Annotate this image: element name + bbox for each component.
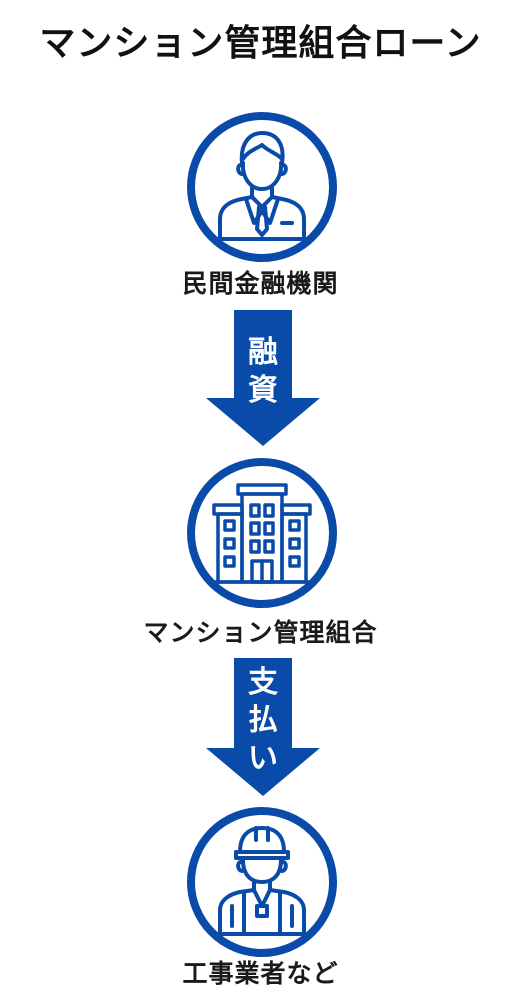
arrow-label-loan: 融 資 — [234, 334, 292, 410]
page-title: マンション管理組合ローン — [39, 23, 482, 64]
arrow-label-payment-char-2: 払 — [248, 703, 278, 738]
businessman-icon — [187, 112, 337, 262]
apartment-building-icon — [187, 458, 337, 608]
node-label-financial-institution: 民間金融機関 — [182, 269, 339, 298]
construction-worker-icon — [187, 807, 337, 957]
arrow-label-payment-char-1: 支 — [248, 665, 278, 700]
node-label-management-association: マンション管理組合 — [143, 618, 378, 647]
node-label-contractors: 工事業者など — [182, 959, 339, 988]
arrow-label-loan-char-1: 融 — [248, 335, 278, 370]
arrow-label-payment-char-3: い — [248, 741, 278, 776]
arrow-label-payment: 支 払 い — [234, 664, 292, 778]
arrow-label-loan-char-2: 資 — [248, 373, 278, 408]
down-arrow-loan — [206, 310, 320, 446]
down-arrow-payment — [206, 658, 320, 796]
